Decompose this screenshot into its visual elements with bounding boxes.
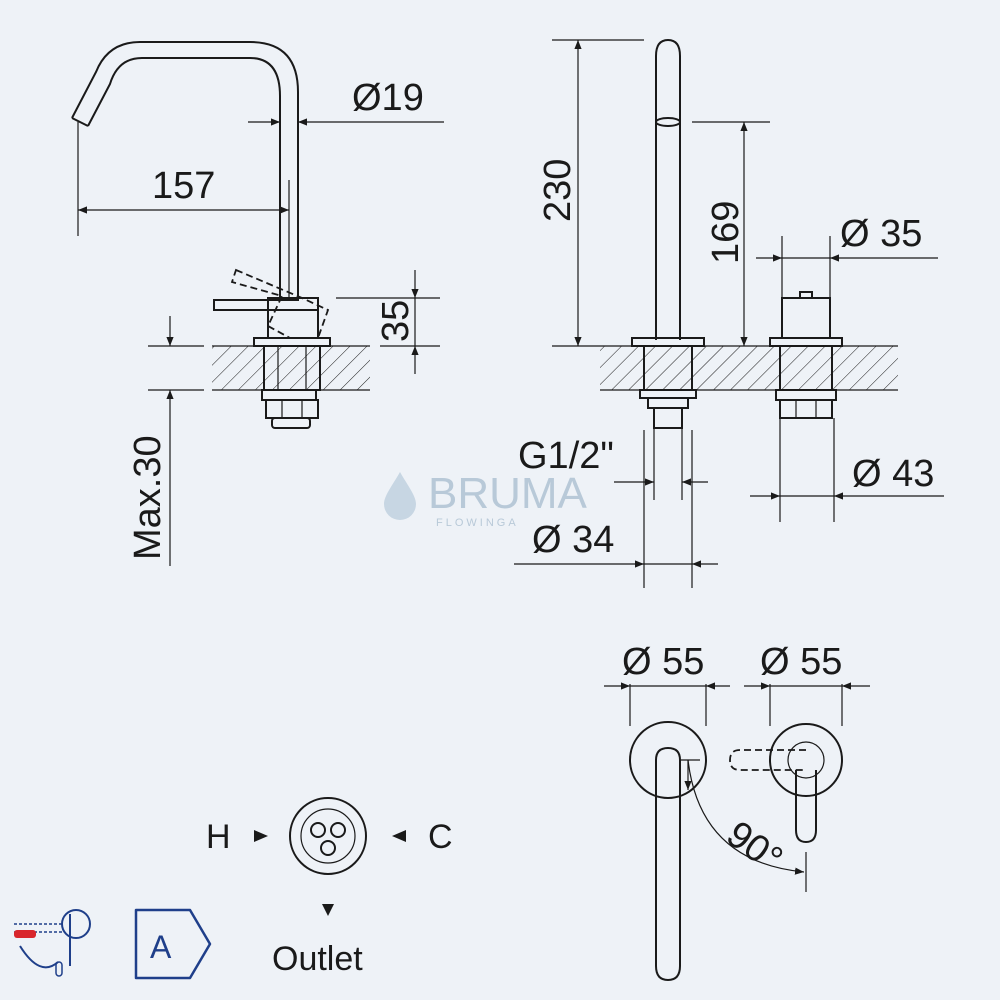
lever-top (795, 770, 817, 844)
label-hot: H (206, 818, 231, 856)
watermark-brand: BRUMA (428, 469, 588, 518)
dim-spout-reach: 157 (152, 165, 215, 207)
lever-handle (213, 297, 319, 311)
lever-body (267, 297, 319, 339)
mount-flange (253, 337, 331, 347)
watermark-logo: BRUMA FLOWINGA (384, 469, 588, 529)
dim-spout-height: 169 (705, 201, 747, 264)
front-view: 230 169 Ø 35 G1/2" Ø 34 Ø 43 (514, 38, 944, 588)
energy-class-label: A (150, 929, 172, 965)
arrow-down-icon (322, 904, 334, 916)
spout-inner (87, 57, 281, 300)
energy-class-badge: A (134, 908, 212, 980)
dim-thread: G1/2" (518, 435, 614, 477)
label-cold: C (428, 818, 453, 856)
label-outlet: Outlet (272, 940, 363, 978)
dim-base-diameter-43: Ø 43 (852, 453, 934, 495)
mount-nut (261, 389, 317, 401)
spout-column (655, 38, 681, 340)
dim-base-diameter-34: Ø 34 (532, 519, 614, 561)
water-drop-icon (384, 472, 416, 520)
spout-outer (71, 41, 299, 300)
dim-spout-diameter: Ø19 (352, 77, 424, 119)
rosette-left (629, 721, 707, 799)
dim-max-deck-thickness: Max.30 (127, 435, 169, 560)
dim-rosette-right: Ø 55 (760, 641, 842, 683)
dim-rosette-left: Ø 55 (622, 641, 704, 683)
watermark-tagline: FLOWINGA (436, 517, 519, 529)
connection-symbol: H C Outlet (206, 797, 453, 978)
hot-water-icon (14, 909, 91, 977)
dim-total-height: 230 (537, 159, 579, 222)
top-view: Ø 55 Ø 55 90° (604, 641, 870, 982)
dim-handle-height: 35 (375, 300, 417, 342)
dim-rotation-angle: 90° (719, 813, 790, 881)
lever-top-rotated (729, 749, 806, 771)
handle-body (781, 297, 831, 339)
deck-hatch-front (600, 346, 898, 390)
side-view: Ø19 157 35 Max.30 (71, 41, 444, 566)
deck-hatch (212, 346, 370, 390)
spout-top (655, 746, 681, 982)
rosette-right (769, 723, 843, 797)
arrow-right-icon (254, 830, 268, 842)
dim-handle-diameter: Ø 35 (840, 213, 922, 255)
arrow-left-icon (392, 830, 406, 842)
